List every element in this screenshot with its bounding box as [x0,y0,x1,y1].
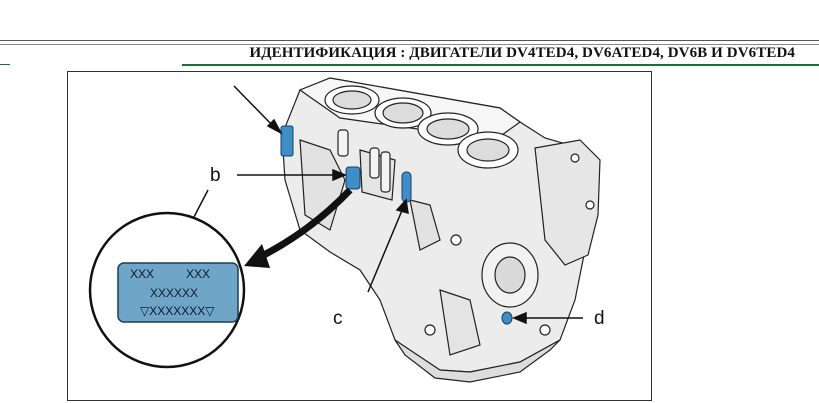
header-rule-top-2 [0,44,819,45]
callout-c: c [333,308,343,329]
callout-d: d [594,308,605,329]
callout-b: b [210,165,221,186]
magnify-arrow-head [244,244,270,268]
plate-line3: ▽XXXXXXX▽ [140,304,215,318]
engine-block [281,77,601,383]
identification-plate [117,262,239,323]
plate-line1-right: XXX [186,267,210,281]
header-rule-green [182,64,819,66]
header-rule-top [0,40,819,41]
header-rule-left [0,64,10,65]
highlight-marker-c [401,171,412,203]
page-title: ИДЕНТИФИКАЦИЯ : ДВИГАТЕЛИ DV4TED4, DV6AT… [249,45,795,61]
leader-lines [169,85,583,325]
highlight-marker-b [345,166,361,190]
highlight-marker-a [280,125,294,157]
plate-line2: XXXXXX [150,286,198,300]
magnify-arrow [256,187,353,262]
plate-line1-left: XXX [130,267,154,281]
diagram-frame [67,71,652,401]
highlight-marker-d [501,311,513,325]
